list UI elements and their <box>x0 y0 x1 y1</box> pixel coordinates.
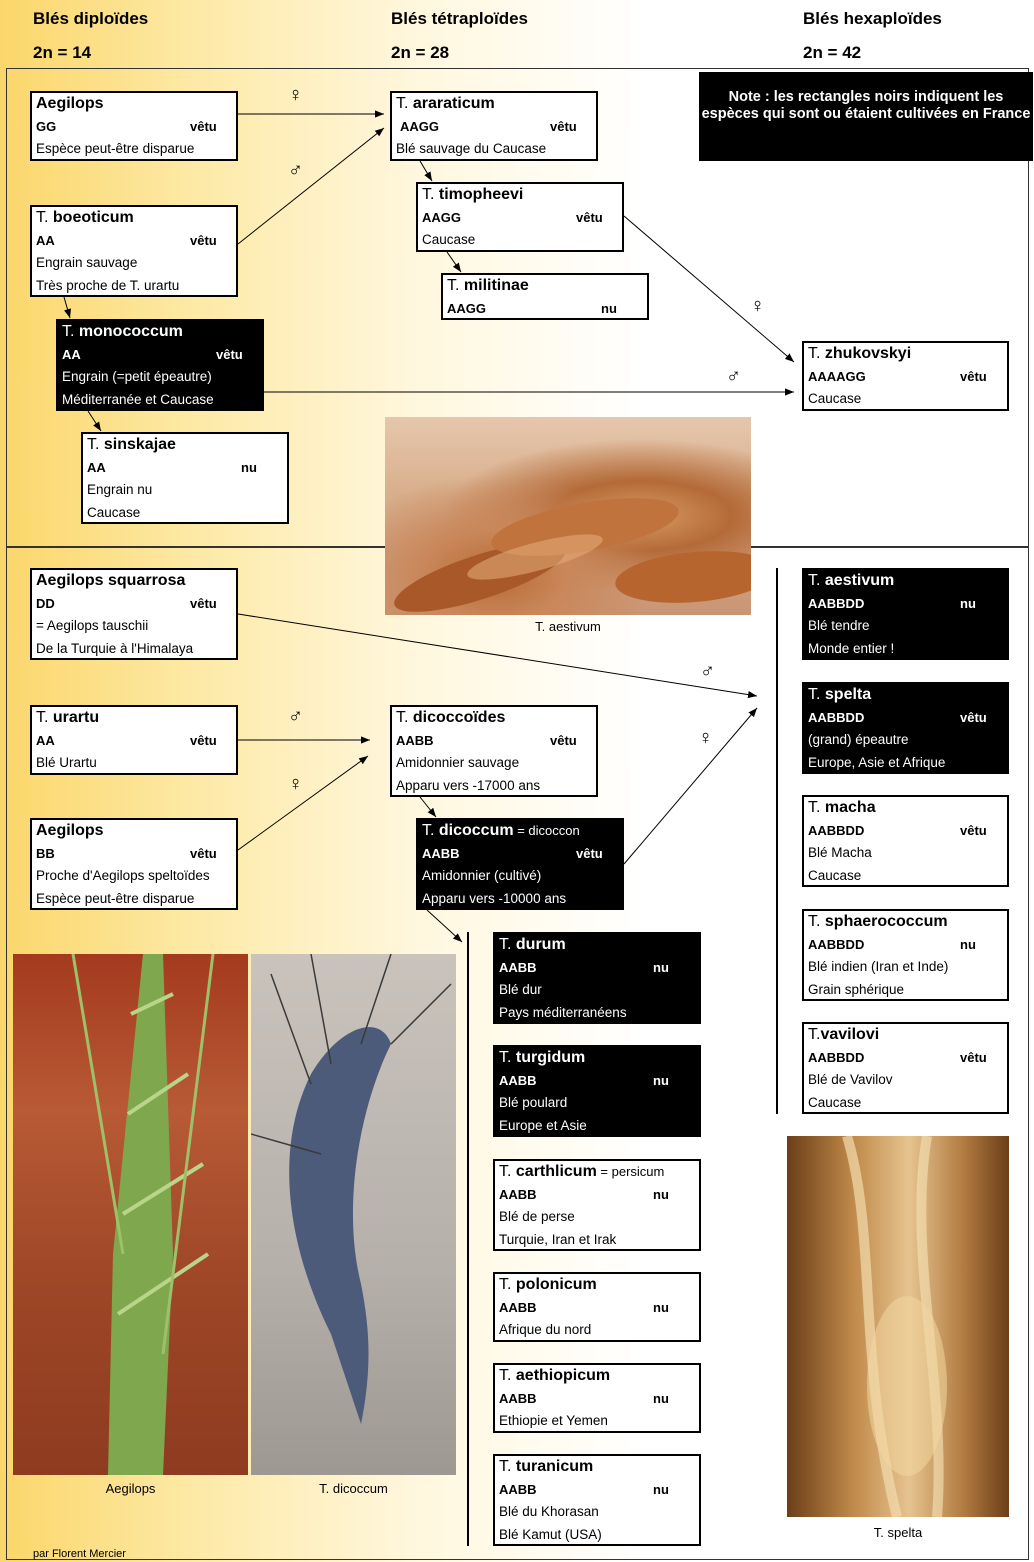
photo-aegilops <box>13 954 248 1475</box>
header-hexaploid-count: 2n = 42 <box>803 43 862 62</box>
photo-dicoccum <box>251 954 456 1475</box>
header-tetraploid-title: Blés tétraploïdes <box>391 9 528 28</box>
male-symbol: ♂ <box>288 705 303 727</box>
female-symbol: ♀ <box>288 84 303 106</box>
legend-note: Note : les rectangles noirs indiquent le… <box>699 72 1033 161</box>
hexaploid-group-bar <box>776 568 778 1114</box>
male-symbol: ♂ <box>288 159 303 181</box>
female-symbol: ♀ <box>698 727 713 749</box>
header-hexaploid-title: Blés hexaploïdes <box>803 9 942 28</box>
caption-dicoccum: T. dicoccum <box>319 1481 388 1496</box>
species-name: Aegilops <box>36 95 104 112</box>
female-symbol: ♀ <box>288 773 303 795</box>
tetraploid-group-bar <box>467 932 469 1546</box>
photo-aestivum <box>385 417 751 615</box>
credit: par Florent Mercier <box>33 1548 126 1560</box>
header-diploid-count: 2n = 14 <box>33 43 92 62</box>
photo-spelta <box>787 1136 1009 1517</box>
caption-aestivum: T. aestivum <box>535 619 601 634</box>
caption-spelta: T. spelta <box>873 1525 923 1540</box>
male-symbol: ♂ <box>700 660 715 682</box>
header-diploid-title: Blés diploïdes <box>33 9 149 28</box>
female-symbol: ♀ <box>750 295 765 317</box>
header-tetraploid-count: 2n = 28 <box>391 43 450 62</box>
male-symbol: ♂ <box>726 365 741 387</box>
caption-aegilops: Aegilops <box>105 1481 156 1496</box>
